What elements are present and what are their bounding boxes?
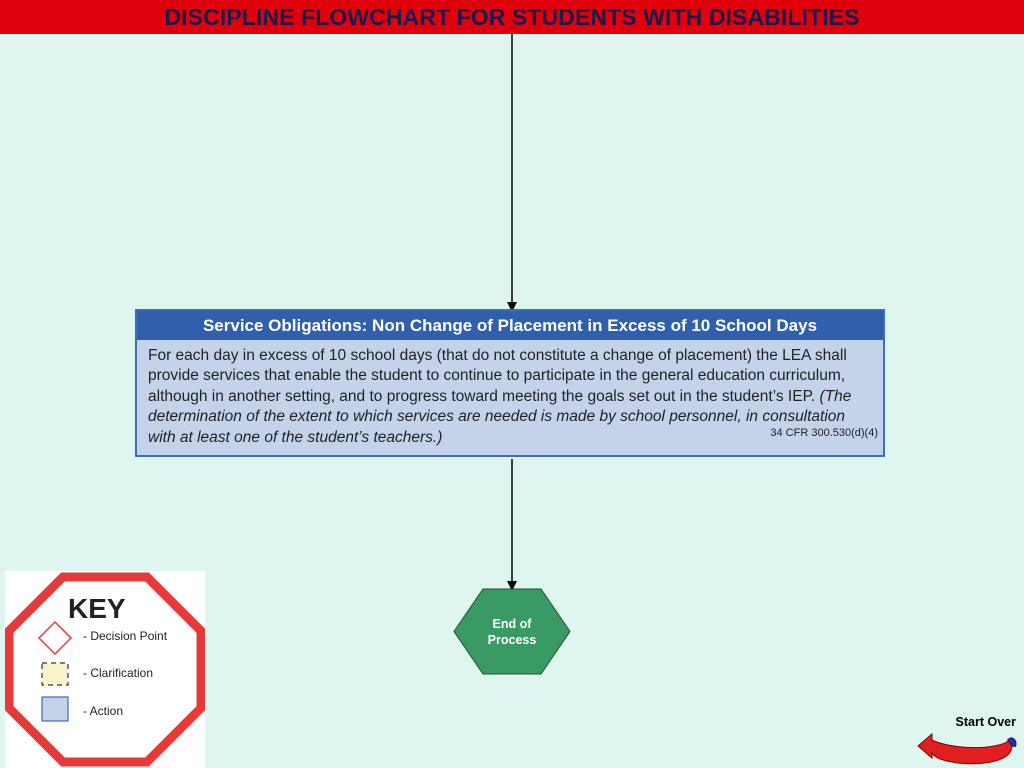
- u-turn-arrow-icon: [917, 732, 1017, 765]
- key-octagon-icon: [5, 572, 205, 767]
- citation: 34 CFR 300.530(d)(4): [770, 426, 878, 439]
- action-square-icon: [41, 696, 69, 722]
- action-box-text: For each day in excess of 10 school days…: [148, 347, 847, 405]
- action-box-note: (The determination of the extent to whic…: [148, 387, 852, 446]
- key-legend: KEY - Decision Point - Clarification - A…: [5, 571, 205, 768]
- action-box-header: Service Obligations: Non Change of Place…: [137, 311, 883, 340]
- action-box-service-obligations: Service Obligations: Non Change of Place…: [135, 309, 885, 457]
- start-over-label: Start Over: [955, 715, 1016, 729]
- end-of-process-hexagon: [453, 588, 571, 675]
- end-label-line1: End of: [492, 617, 532, 631]
- decision-diamond-icon: [37, 620, 73, 656]
- page-title: DISCIPLINE FLOWCHART FOR STUDENTS WITH D…: [164, 3, 860, 30]
- key-label-decision-point: - Decision Point: [83, 629, 168, 643]
- end-of-process-label: End of Process: [453, 616, 571, 648]
- key-title: KEY: [68, 593, 126, 624]
- key-label-action: - Action: [83, 704, 124, 718]
- end-label-line2: Process: [487, 633, 537, 647]
- title-bar: DISCIPLINE FLOWCHART FOR STUDENTS WITH D…: [0, 0, 1024, 34]
- action-box-body: For each day in excess of 10 school days…: [137, 340, 883, 453]
- key-label-clarification: - Clarification: [83, 666, 154, 680]
- clarification-square-icon: [41, 662, 69, 686]
- start-over-button[interactable]: Start Over: [912, 712, 1022, 768]
